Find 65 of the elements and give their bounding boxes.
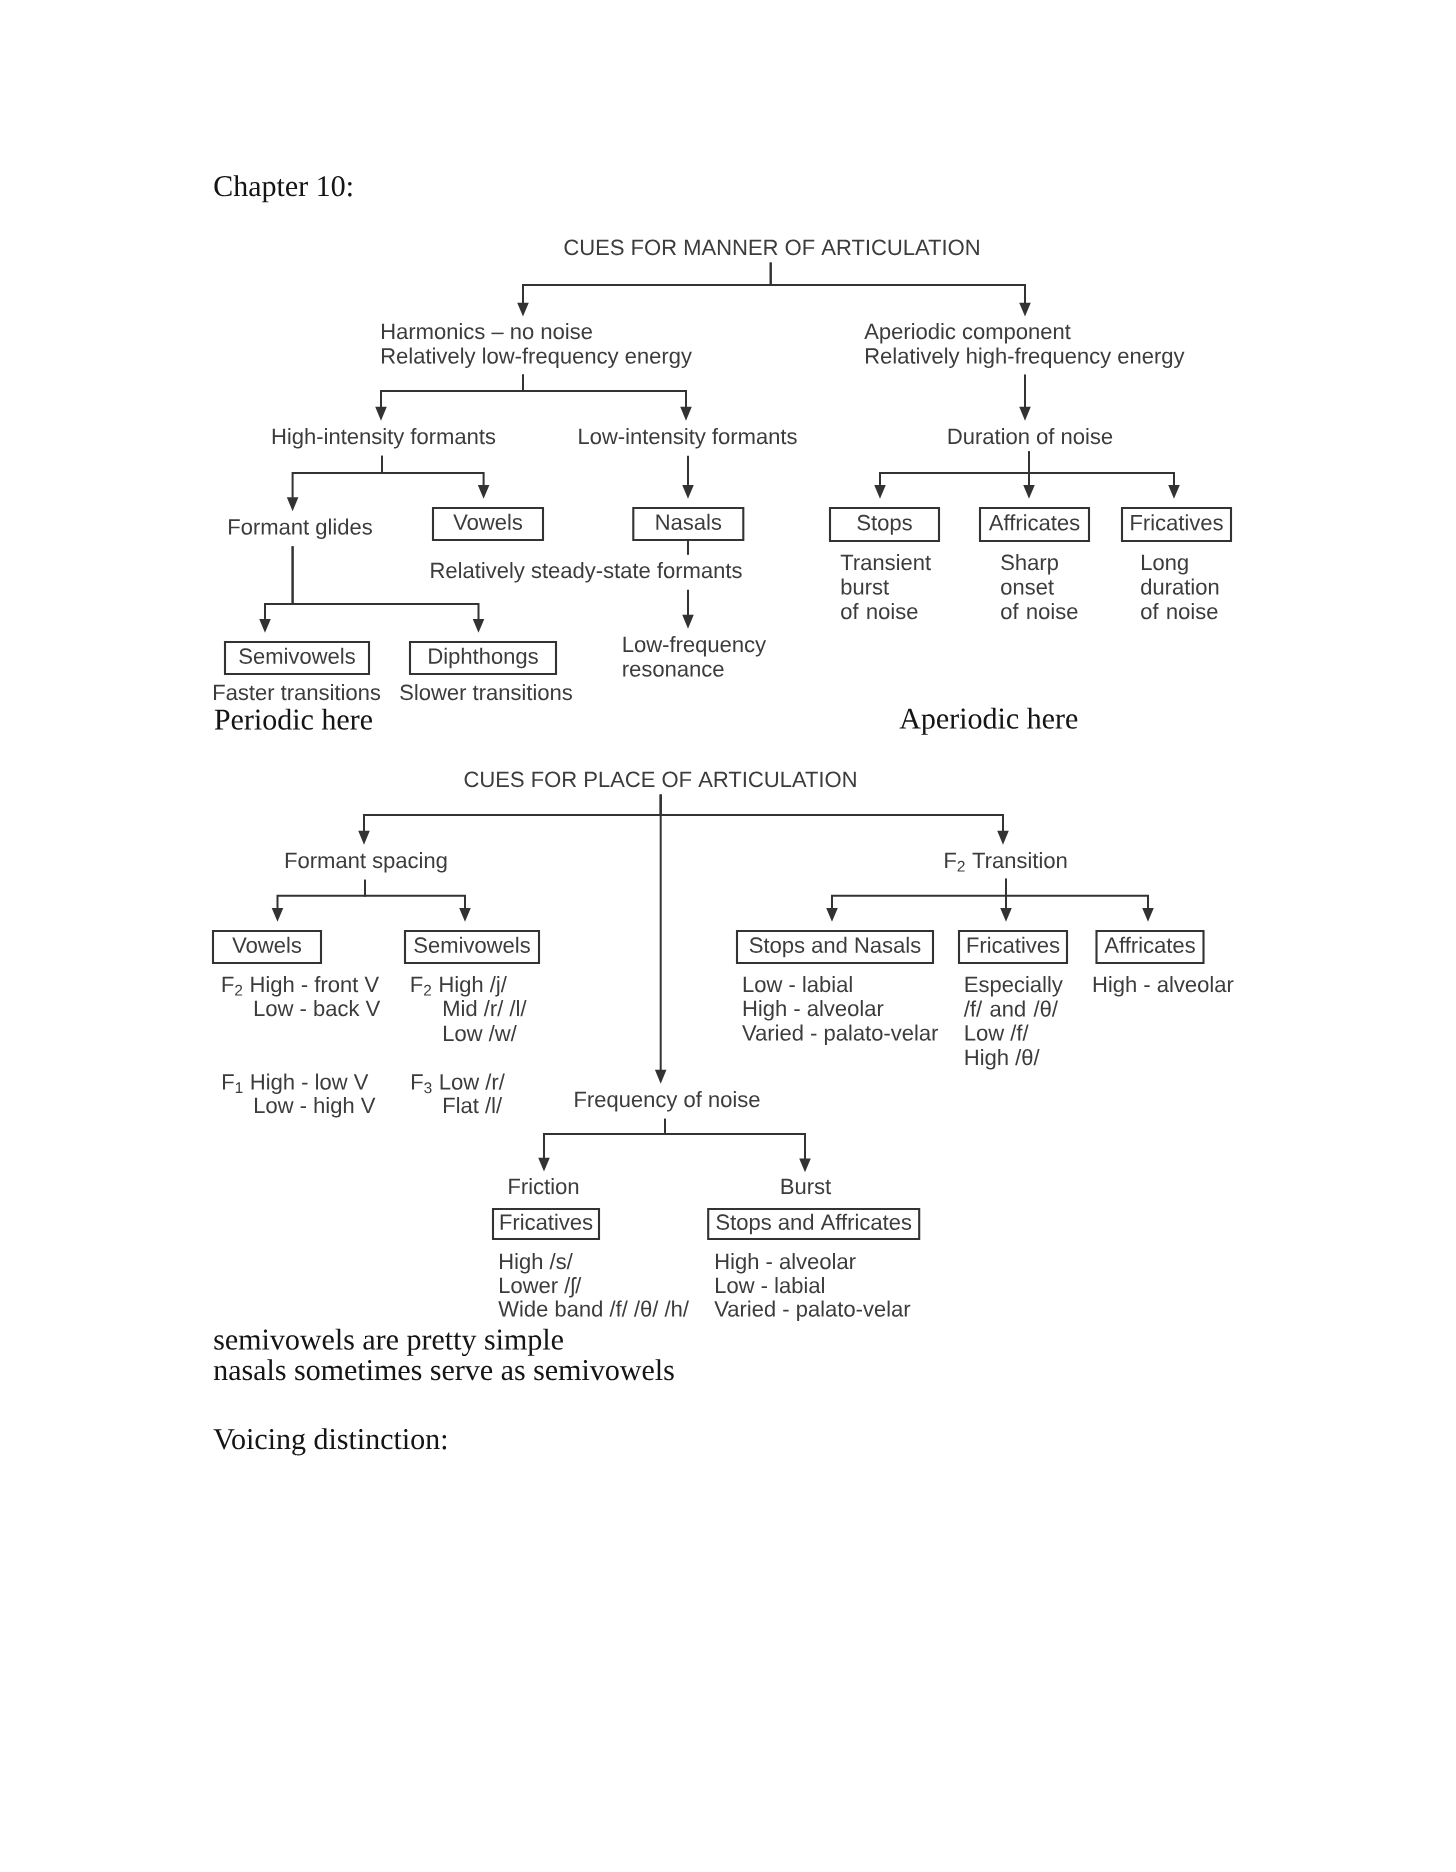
note-text: Especially /f/ and /θ/ — [963, 976, 1063, 1017]
diagram-heading: CUES FOR MANNER OF ARTICULATION — [564, 239, 979, 256]
note-text: Low - labial — [743, 976, 852, 993]
note-text: High - alveolar — [743, 1000, 884, 1021]
tree-label: Harmonics – no noise — [382, 323, 592, 340]
note-text: Lower /ʃ/ — [500, 1277, 582, 1298]
note-text: F$_{2}$ High /j/ — [411, 976, 507, 997]
category-box: Vowels — [211, 929, 323, 965]
tree-label: Burst — [781, 1178, 831, 1195]
note-text: Varied - palato-velar — [742, 1024, 939, 1046]
note-text: Slower transitions — [400, 684, 572, 701]
tree-label: Relatively high-frequency energy — [866, 347, 1185, 369]
note-text: Transient burst of noise — [840, 554, 931, 620]
note-text: Sharp onset of noise — [1001, 554, 1078, 620]
note-text: High /θ/ — [965, 1049, 1040, 1070]
note-text: Flat /l/ — [444, 1097, 503, 1114]
tree-label: F$_{2}$ Transition — [945, 852, 1067, 872]
tree-label: Relatively low-frequency energy — [382, 347, 692, 369]
diagram-heading: CUES FOR PLACE OF ARTICULATION — [464, 771, 856, 788]
category-box: Stops and Nasals — [735, 929, 935, 965]
page-title: Chapter 10: — [214, 175, 352, 203]
tree-label: Duration of noise — [948, 428, 1113, 445]
category-box: Diphthongs — [408, 640, 558, 676]
tree-label: Formant glides — [229, 518, 372, 540]
category-box: Nasals — [632, 506, 745, 542]
category-box: Fricatives — [957, 929, 1069, 965]
category-box: Stops and Affricates — [707, 1207, 921, 1241]
tree-label: Low-intensity formants — [579, 428, 797, 449]
category-box: Affricates — [978, 506, 1091, 543]
note-text: High - alveolar — [716, 1253, 856, 1274]
category-box: Semivowels — [403, 929, 541, 965]
note-text: F$_{2}$ High - front V — [222, 976, 379, 997]
note-text: F$_{1}$ High - low V — [223, 1073, 369, 1095]
note-text: Low /w/ — [444, 1025, 517, 1042]
category-box: Semivowels — [223, 640, 371, 676]
page-note: semivowels are pretty simple — [214, 1328, 563, 1356]
note-text: High - alveolar — [1093, 976, 1234, 997]
note-text: Low - high V — [255, 1097, 376, 1118]
category-box: Affricates — [1095, 929, 1205, 965]
note-text: Long duration of noise — [1141, 554, 1219, 620]
tree-label: Frequency of noise — [575, 1091, 760, 1112]
category-box: Fricatives — [491, 1207, 601, 1241]
note-text: Low /f/ — [965, 1024, 1029, 1041]
page-note: Aperiodic here — [899, 707, 1078, 735]
note-text: Faster transitions — [214, 684, 381, 701]
page-note: Voicing distinction: — [213, 1428, 447, 1456]
connector-line — [687, 540, 689, 556]
category-box: Fricatives — [1120, 506, 1233, 543]
tree-label: Friction — [509, 1178, 579, 1195]
category-box: Stops — [828, 506, 941, 543]
page-note: Periodic here — [214, 708, 372, 730]
note-text: Mid /r/ /l/ — [444, 1000, 527, 1017]
tree-label: Aperiodic component — [864, 323, 1071, 344]
page-note: nasals sometimes serve as semivowels — [213, 1359, 674, 1381]
note-text: High /s/ — [500, 1253, 573, 1274]
note-text: Low - back V — [254, 1000, 381, 1017]
category-box: Vowels — [431, 506, 545, 542]
tree-label: Relatively steady-state formants — [431, 562, 742, 583]
note-text: Varied - palato-velar — [714, 1300, 911, 1322]
tree-label: High-intensity formants — [272, 428, 496, 449]
tree-label: Formant spacing — [285, 852, 447, 873]
note-text: Wide band /f/ /θ/ /h/ — [498, 1300, 689, 1317]
tree-label: Low-frequency resonance — [623, 636, 767, 677]
note-text: Low - labial — [716, 1277, 824, 1294]
note-text: F$_{3}$ Low /r/ — [412, 1073, 505, 1094]
